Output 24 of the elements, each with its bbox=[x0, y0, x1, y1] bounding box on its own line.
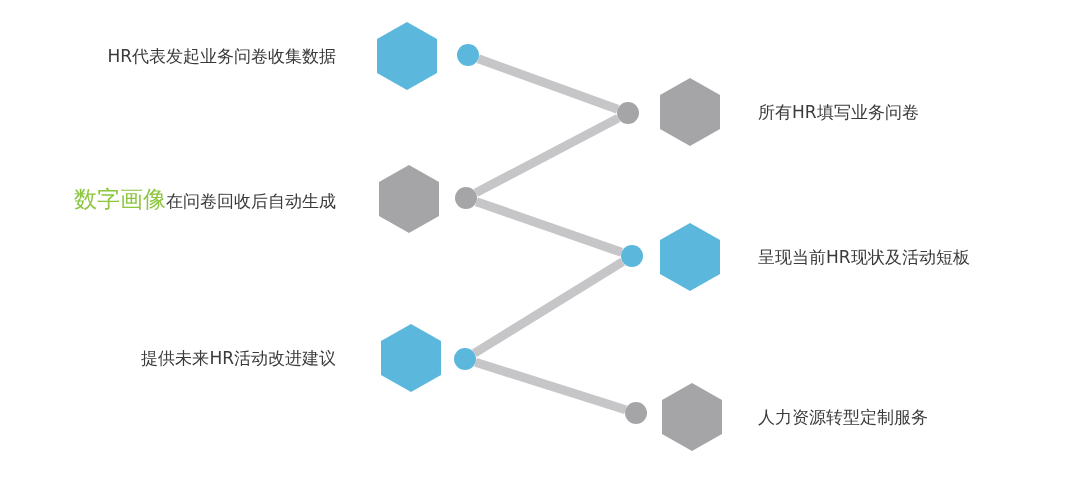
dot bbox=[454, 348, 476, 370]
connector-line bbox=[473, 114, 621, 197]
highlight-text: 数字画像 bbox=[74, 186, 166, 212]
step-text: 在问卷回收后自动生成 bbox=[166, 191, 336, 211]
dot bbox=[457, 44, 479, 66]
step-text: 呈现当前HR现状及活动短板 bbox=[758, 247, 970, 267]
hexagon bbox=[662, 383, 722, 451]
hexagon bbox=[379, 165, 439, 233]
step-text: HR代表发起业务问卷收集数据 bbox=[107, 46, 336, 66]
dot bbox=[617, 102, 639, 124]
step-text: 所有HR填写业务问卷 bbox=[758, 102, 919, 122]
dot bbox=[625, 402, 647, 424]
hexagon bbox=[377, 22, 437, 90]
step-text: 人力资源转型定制服务 bbox=[758, 407, 928, 427]
hexagon bbox=[381, 324, 441, 392]
dot bbox=[621, 245, 643, 267]
hexagon bbox=[660, 223, 720, 291]
connector-line bbox=[476, 54, 620, 114]
dot bbox=[455, 187, 477, 209]
connector-line bbox=[474, 197, 624, 257]
step-text: 提供未来HR活动改进建议 bbox=[141, 348, 336, 368]
hexagon bbox=[660, 78, 720, 146]
connector-line bbox=[474, 358, 627, 414]
connector-line bbox=[472, 257, 625, 358]
